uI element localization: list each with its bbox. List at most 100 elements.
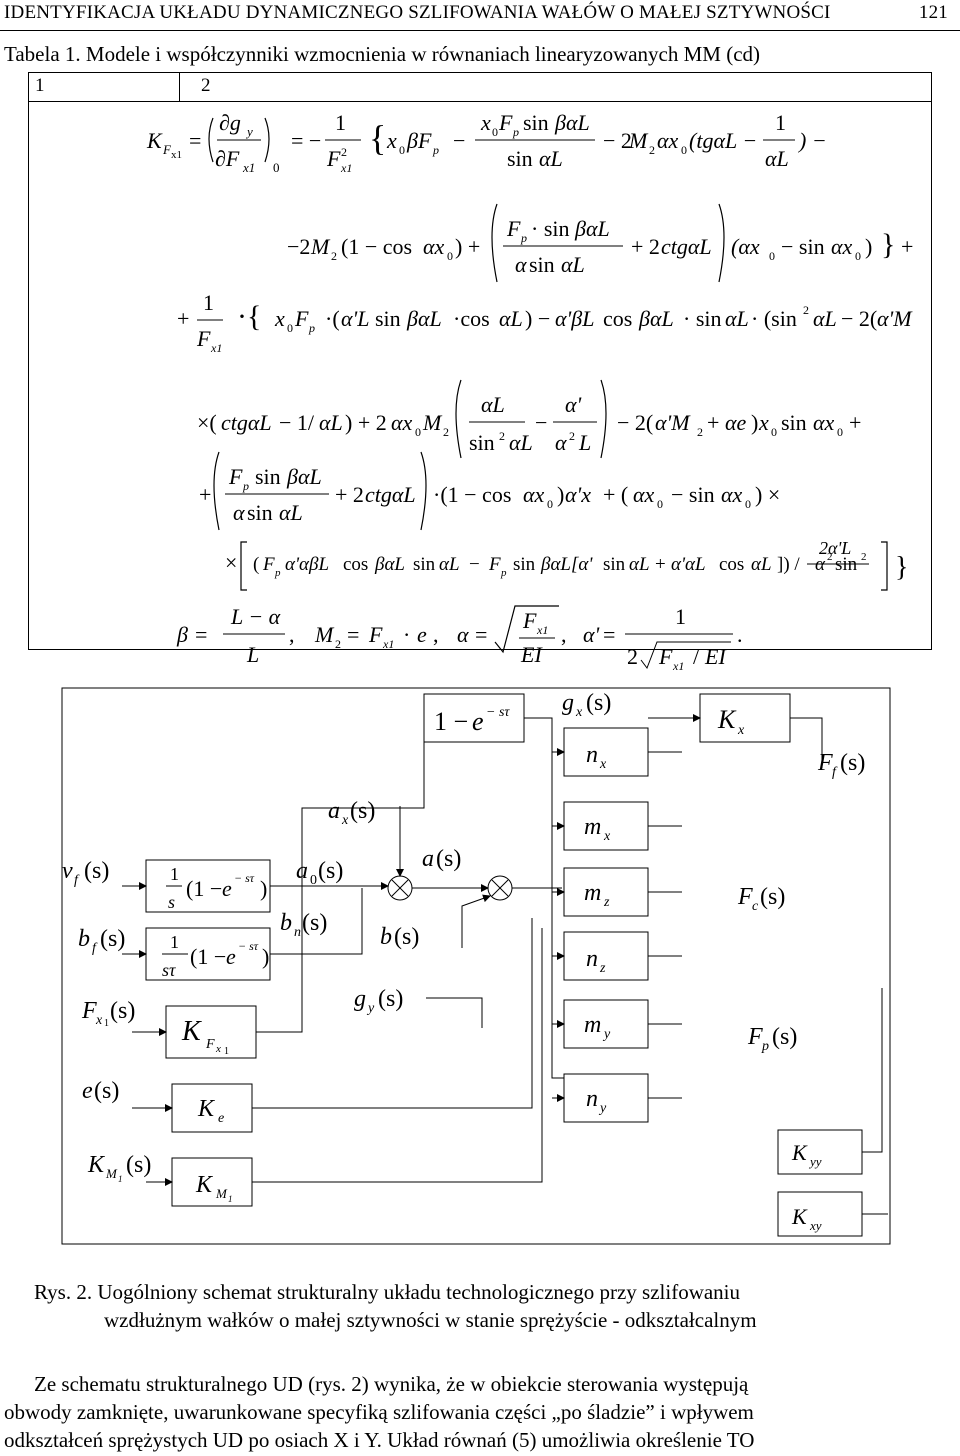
svg-text:sin: sin <box>507 146 533 171</box>
svg-text:): ) <box>751 410 758 435</box>
svg-text:): ) <box>260 876 267 901</box>
svg-text:α'x: α'x <box>565 482 591 507</box>
svg-text:βαL[α': βαL[α' <box>540 554 593 575</box>
svg-text:K: K <box>791 1140 808 1165</box>
svg-text:αL: αL <box>481 392 505 417</box>
svg-text:(s): (s) <box>126 1152 151 1178</box>
svg-text:αx: αx <box>813 410 835 435</box>
paragraph-line2: obwody zamknięte, uwarunkowane specyfiką… <box>4 1400 754 1424</box>
header-title: IDENTYFIKACJA UKŁADU DYNAMICZNEGO SZLIFO… <box>4 2 831 23</box>
svg-text:0: 0 <box>547 497 553 511</box>
svg-text:x: x <box>341 813 349 828</box>
svg-text:+: + <box>707 410 719 435</box>
svg-text:(s): (s) <box>100 926 125 952</box>
svg-text:x1: x1 <box>536 623 548 637</box>
svg-text:a: a <box>296 858 308 884</box>
svg-text:,: , <box>561 622 567 647</box>
svg-text:M: M <box>310 234 331 259</box>
svg-text:n: n <box>586 742 598 768</box>
svg-text:+: + <box>655 554 666 575</box>
svg-text:F: F <box>658 644 673 669</box>
svg-text:0: 0 <box>771 425 777 439</box>
figure-caption-line2: wzdłużnym wałków o małej sztywności w st… <box>104 1308 757 1332</box>
svg-text:− sτ: − sτ <box>234 871 255 885</box>
svg-text:α'M: α'M <box>877 306 913 331</box>
svg-text:e: e <box>218 1111 224 1126</box>
svg-text:sτ: sτ <box>162 960 176 980</box>
svg-text:(s): (s) <box>302 910 327 936</box>
svg-text:=: = <box>475 622 487 647</box>
svg-text:αx: αx <box>831 234 853 259</box>
svg-text:(s): (s) <box>394 924 419 950</box>
eq-K-label: K <box>146 128 163 153</box>
svg-text:− sin: − sin <box>781 234 825 259</box>
svg-text:2: 2 <box>697 425 703 439</box>
svg-text:f: f <box>74 873 80 888</box>
svg-text:cos: cos <box>719 554 744 575</box>
running-header: IDENTYFIKACJA UKŁADU DYNAMICZNEGO SZLIFO… <box>4 2 956 24</box>
svg-text:αL: αL <box>509 430 533 455</box>
svg-text:αe: αe <box>725 410 747 435</box>
svg-text:) ×: ) × <box>755 482 780 507</box>
svg-text:K: K <box>791 1204 808 1229</box>
svg-text:F: F <box>228 464 243 489</box>
svg-text:n: n <box>586 1086 598 1112</box>
svg-text:) + 2: ) + 2 <box>345 410 387 435</box>
svg-text:): ) <box>865 234 872 259</box>
block-n-z <box>563 931 649 981</box>
svg-text:,: , <box>433 622 439 647</box>
svg-text:(s): (s) <box>436 846 461 872</box>
svg-text:0: 0 <box>492 125 498 139</box>
svg-text:) −: ) − <box>525 306 550 331</box>
svg-text:F: F <box>81 998 97 1024</box>
svg-text:(s): (s) <box>84 858 109 884</box>
svg-text:{: { <box>369 118 386 158</box>
svg-text:c: c <box>752 899 759 914</box>
svg-text:M: M <box>422 410 443 435</box>
block-K-x <box>699 693 791 743</box>
table-col2-header: 2 <box>201 75 211 96</box>
svg-text:·{: ·{ <box>237 300 261 333</box>
svg-text:−: − <box>535 410 547 435</box>
svg-text:y: y <box>245 124 253 139</box>
svg-text:− 2(: − 2( <box>841 306 877 331</box>
svg-text:x: x <box>603 829 611 844</box>
svg-text:m: m <box>584 1012 601 1038</box>
table-col1-header: 1 <box>35 75 45 96</box>
svg-text:]) /: ]) / <box>777 554 800 575</box>
svg-text:p: p <box>274 567 281 579</box>
svg-text:x1: x1 <box>340 161 352 175</box>
svg-text:+: + <box>177 306 189 331</box>
svg-text:(αx: (αx <box>731 234 760 259</box>
svg-text:sin: sin <box>255 464 281 489</box>
svg-text:p: p <box>512 125 519 139</box>
svg-text:sin: sin <box>469 430 495 455</box>
svg-text:sin: sin <box>247 500 273 525</box>
svg-text:2: 2 <box>443 425 449 439</box>
svg-text:(s): (s) <box>94 1078 119 1104</box>
svg-text:β: β <box>176 622 188 647</box>
svg-text:=: = <box>195 622 207 647</box>
svg-text:v: v <box>62 858 73 884</box>
svg-text:1: 1 <box>775 110 786 135</box>
svg-text:) −: ) − <box>797 128 827 153</box>
svg-text:2α'L: 2α'L <box>819 538 851 558</box>
svg-text:αx: αx <box>721 482 743 507</box>
sum-junction-a <box>487 875 513 901</box>
svg-text:αL: αL <box>629 554 650 575</box>
svg-text:g: g <box>354 986 366 1012</box>
paragraph-line1: Ze schematu strukturalnego UD (rys. 2) w… <box>34 1372 749 1396</box>
svg-text:1: 1 <box>118 1174 123 1184</box>
svg-text:·cos: ·cos <box>453 306 490 331</box>
svg-text:βαL: βαL <box>286 464 322 489</box>
diagram-frame <box>61 687 891 1245</box>
svg-text:y: y <box>598 1101 607 1116</box>
svg-text:2: 2 <box>331 249 337 263</box>
svg-text:αx: αx <box>633 482 655 507</box>
svg-text:·(: ·( <box>325 306 340 331</box>
svg-text:2: 2 <box>627 644 638 669</box>
figure-caption: Rys. 2. Uogólniony schemat strukturalny … <box>34 1278 934 1334</box>
svg-text:1: 1 <box>228 1194 233 1204</box>
